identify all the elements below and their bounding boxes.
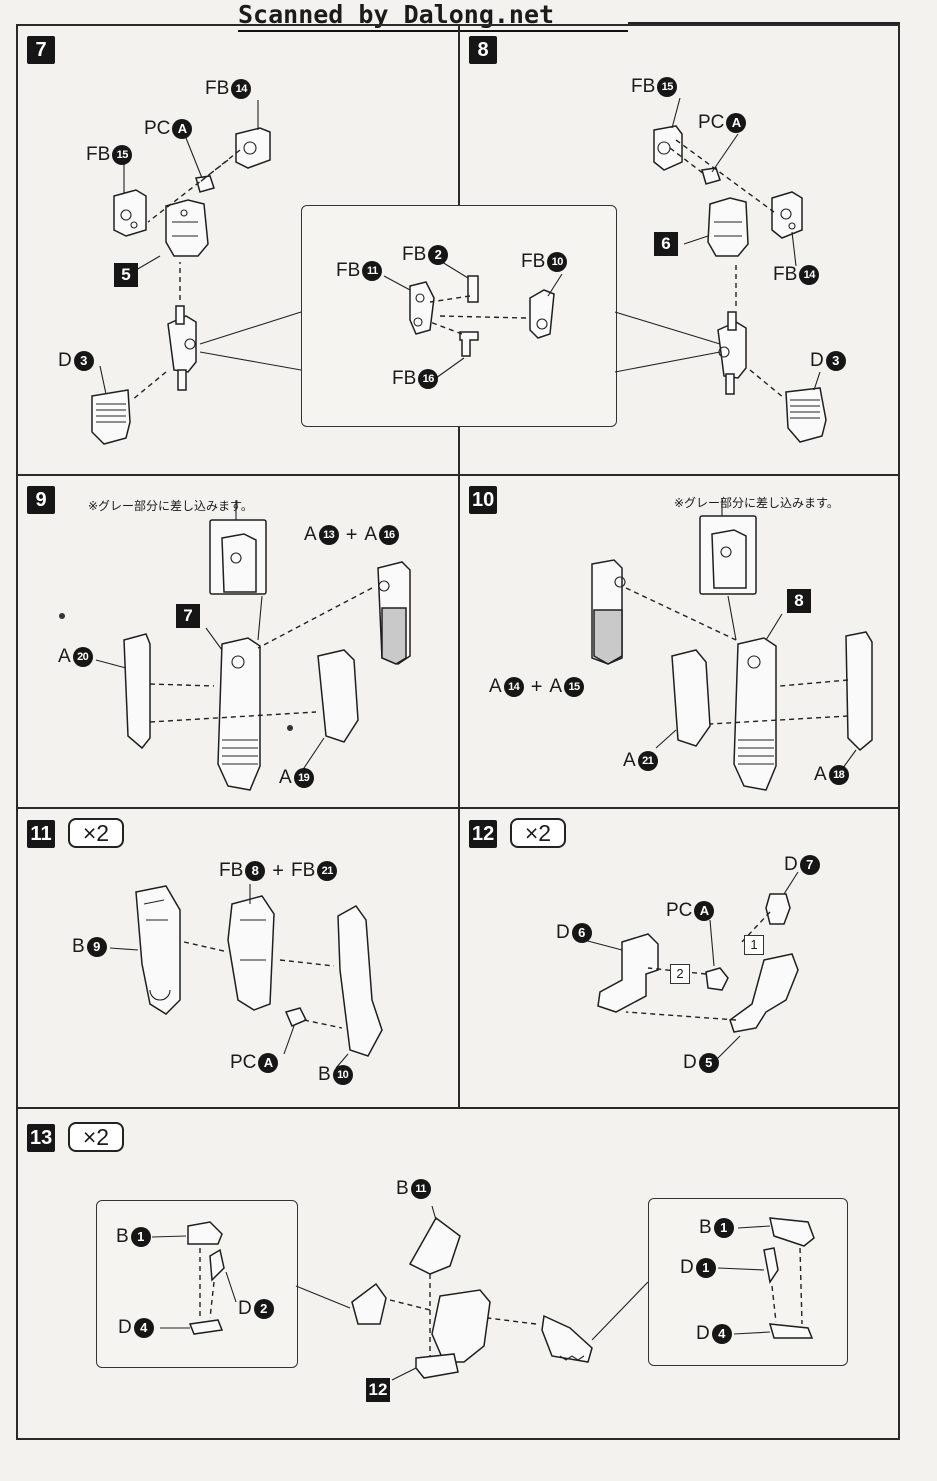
subassembly-ref: 6: [654, 232, 678, 256]
step-number: 7: [27, 36, 55, 64]
subassembly-ref: 7: [176, 604, 200, 628]
insert-note: ※グレー部分に差し込みます。: [88, 499, 253, 513]
step-number: 11: [27, 820, 55, 848]
step-number: 10: [469, 486, 498, 514]
quantity-multiplier: ×2: [510, 818, 566, 848]
inset-knee-assembly: [301, 205, 617, 427]
step-number: 9: [27, 486, 55, 514]
quantity-multiplier: ×2: [68, 1122, 124, 1152]
sequence-marker: 2: [670, 964, 690, 984]
insert-note: ※グレー部分に差し込みます。: [674, 496, 839, 510]
divider-v-low: [458, 807, 460, 1108]
subassembly-ref: 5: [114, 263, 138, 287]
divider-h-3: [16, 1107, 900, 1109]
inset-13-right: [648, 1198, 848, 1366]
sequence-marker: 1: [744, 935, 764, 955]
step-number: 13: [27, 1124, 56, 1152]
subassembly-ref: 8: [787, 589, 811, 613]
divider-v-mid: [458, 474, 460, 808]
subassembly-ref: 12: [366, 1378, 390, 1402]
header-rule: [628, 22, 900, 24]
step-number: 12: [469, 820, 498, 848]
step-number: 8: [469, 36, 497, 64]
quantity-multiplier: ×2: [68, 818, 124, 848]
